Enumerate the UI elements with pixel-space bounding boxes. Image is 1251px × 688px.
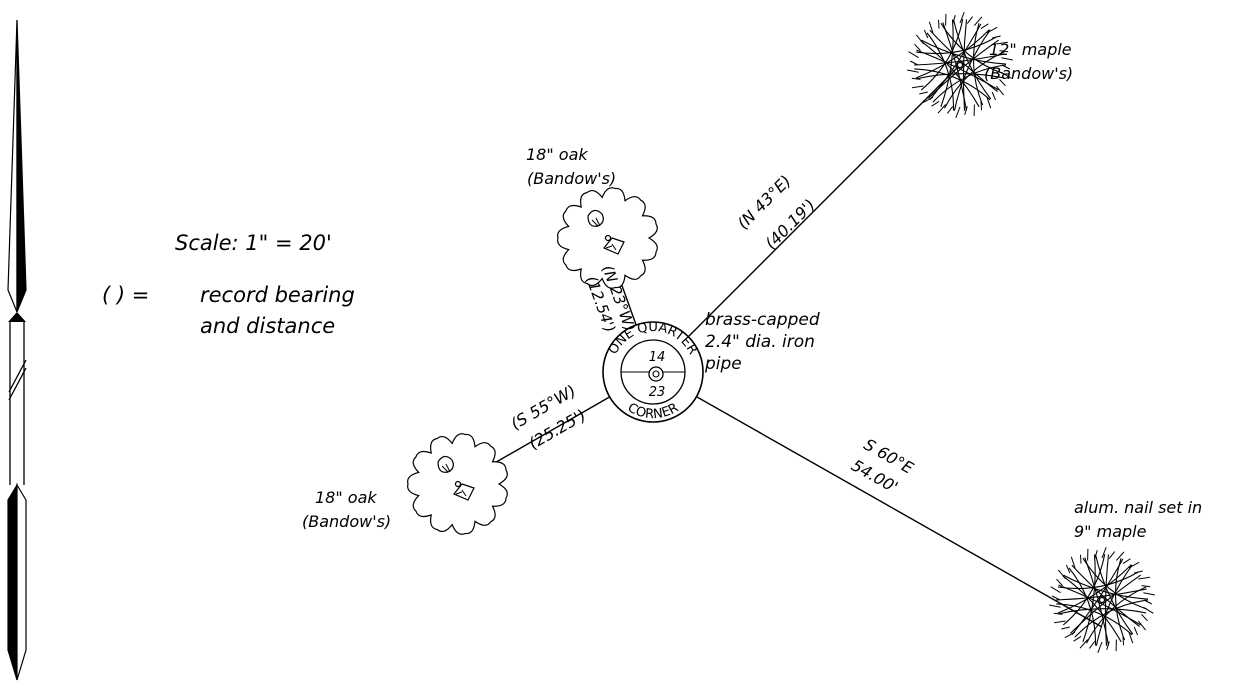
sw-tie-labels: (S 55°W) (25.25') (507, 381, 589, 453)
ne-tree-label-line-1: 12" maple (989, 40, 1072, 59)
corner-arc-bottom-label: CORNER (625, 400, 681, 422)
record-label-line-2: and distance (200, 314, 335, 338)
tie-line-se (652, 371, 1103, 628)
ne-tie-labels: (N 43°E) (40.19') (733, 171, 819, 253)
se-tree-label-line-2: 9" maple (1074, 522, 1147, 541)
nw-tie-labels: (N 23°W) (12.54') (582, 263, 639, 335)
corner-description: brass-capped 2.4" dia. iron pipe (704, 310, 820, 374)
sw-tree-label-line-2: (Bandow's) (302, 512, 391, 531)
maple-tree-symbol-icon (1049, 547, 1155, 653)
corner-desc-line-1: brass-capped (705, 310, 820, 330)
sw-tree-label: 18" oak (Bandow's) (302, 488, 391, 531)
sw-tree-label-line-1: 18" oak (315, 488, 377, 507)
corner-desc-line-2: 2.4" dia. iron (705, 332, 815, 352)
north-arrow-icon (7, 19, 27, 681)
se-tie-labels: S 60°E 54.00' (848, 435, 917, 497)
section-bottom-label: 23 (649, 385, 666, 400)
se-tree-label: alum. nail set in 9" maple (1074, 498, 1202, 541)
maple-tree-symbol-icon (907, 12, 1013, 118)
ne-tree-label: 12" maple (Bandow's) (984, 40, 1073, 83)
nw-tree-label-line-2: (Bandow's) (527, 169, 616, 188)
corner-desc-line-3: pipe (704, 354, 742, 374)
record-label-line-1: record bearing (200, 283, 355, 307)
record-symbol: ( ) = (102, 283, 149, 307)
ne-tree-label-line-2: (Bandow's) (984, 64, 1073, 83)
nw-tree-label-line-1: 18" oak (526, 145, 588, 164)
se-tree-label-line-1: alum. nail set in (1074, 498, 1202, 517)
iron-pipe-monument-icon: ONE QUARTER CORNER 14 23 (602, 320, 704, 423)
oak-tree-symbol-icon (557, 187, 658, 289)
nw-tree-label: 18" oak (Bandow's) (526, 145, 616, 188)
scale-label: Scale: 1" = 20' (175, 231, 332, 255)
legend: Scale: 1" = 20' ( ) = record bearing and… (102, 231, 355, 338)
oak-tree-symbol-icon (407, 433, 508, 535)
tie-line-ne (652, 64, 961, 373)
section-top-label: 14 (649, 350, 666, 365)
